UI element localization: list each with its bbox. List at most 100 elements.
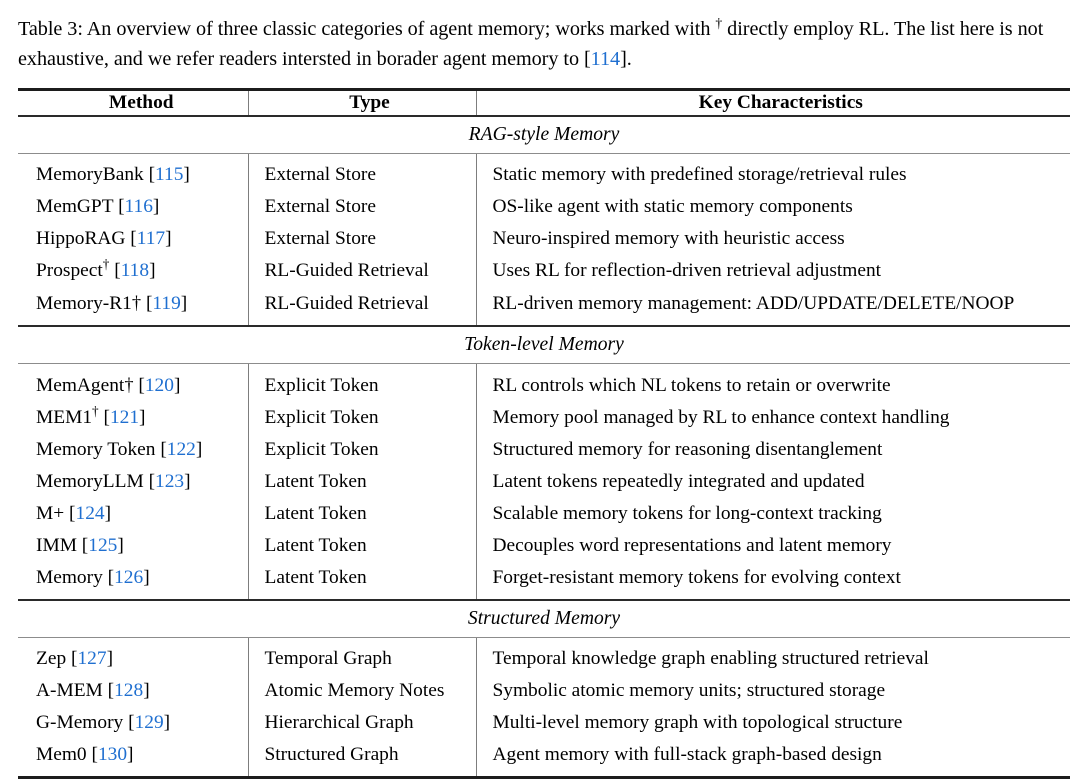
cell-characteristics: Neuro-inspired memory with heuristic acc… [475,223,1070,255]
cell-type: Atomic Memory Notes [247,675,476,707]
cell-type: Latent Token [247,498,476,530]
citation-link[interactable]: 115 [155,164,184,185]
citation-link[interactable]: 126 [114,567,144,588]
citation-link[interactable]: 121 [109,407,140,428]
caption-prefix-text: Table 3: An overview of three classic ca… [18,18,716,40]
cell-type: Explicit Token [247,434,476,466]
cell-characteristics: RL-driven memory management: ADD/UPDATE/… [475,287,1070,325]
cell-method: Memory [126] [36,567,150,588]
agent-memory-table: Method Type Key Characteristics RAG-styl… [18,87,1070,779]
cell-characteristics: Scalable memory tokens for long-context … [475,498,1070,530]
method-name: Memory-R1 [36,293,132,314]
citation-link[interactable]: 117 [136,228,166,249]
citation-link[interactable]: 118 [120,260,150,281]
cell-type: Latent Token [247,466,476,498]
citation-link[interactable]: 130 [97,744,128,765]
citation-link[interactable]: 122 [166,439,196,460]
cell-method: Memory Token [122] [36,439,203,460]
caption-dagger-symbol: † [715,15,723,31]
cell-type: Latent Token [247,530,476,562]
method-name: MemGPT [36,196,114,217]
cell-type: Explicit Token [247,363,476,402]
table-bottom-rule [18,775,1070,779]
table-container: Method Type Key Characteristics RAG-styl… [14,87,1070,779]
method-name: Zep [36,648,67,669]
method-name: MemoryBank [36,164,144,185]
rl-dagger-icon: † [131,293,142,313]
cell-type: External Store [247,153,476,191]
citation-link[interactable]: 125 [88,535,118,556]
section-rule [18,637,1070,638]
rl-dagger-icon: † [92,403,99,419]
cell-type: Explicit Token [247,402,476,434]
table-caption: Table 3: An overview of three classic ca… [18,14,1064,74]
cell-method: HippoRAG [117] [36,228,172,249]
column-header-type: Type [247,89,476,115]
cell-characteristics: Agent memory with full-stack graph-based… [475,739,1070,776]
method-name: MemoryLLM [36,471,144,492]
cell-characteristics: Memory pool managed by RL to enhance con… [475,402,1070,434]
cell-type: RL-Guided Retrieval [247,287,476,325]
section-rule [18,153,1070,154]
cell-method: Mem0 [130] [36,744,134,765]
cell-characteristics: Uses RL for reflection-driven retrieval … [475,255,1070,287]
rl-dagger-icon: † [124,375,134,395]
method-name: MemAgent [36,375,125,396]
caption-citation-link[interactable]: 114 [590,48,621,70]
cell-method: MemGPT [116] [36,196,160,217]
method-name: IMM [36,535,77,556]
cell-characteristics: Forget-resistant memory tokens for evolv… [475,562,1070,599]
cell-type: Temporal Graph [247,637,476,675]
cell-characteristics: RL controls which NL tokens to retain or… [475,363,1070,402]
section-header-row: RAG-style Memory [18,116,1070,153]
citation-link[interactable]: 124 [75,503,105,524]
citation-link[interactable]: 128 [114,680,144,701]
citation-link[interactable]: 116 [124,196,153,217]
cell-characteristics: OS-like agent with static memory compone… [475,191,1070,223]
cell-method: MemoryBank [115] [36,164,190,185]
cell-method: MemoryLLM [123] [36,471,191,492]
cell-characteristics: Multi-level memory graph with topologica… [475,707,1070,739]
cell-characteristics: Symbolic atomic memory units; structured… [475,675,1070,707]
citation-link[interactable]: 119 [152,293,181,314]
cell-characteristics: Temporal knowledge graph enabling struct… [475,637,1070,675]
cell-characteristics: Structured memory for reasoning disentan… [475,434,1070,466]
column-header-method: Method [108,92,174,113]
cell-method: G-Memory [129] [36,712,171,733]
cell-method: Zep [127] [36,648,114,669]
cell-characteristics: Decouples word representations and laten… [475,530,1070,562]
cell-type: Structured Graph [247,739,476,776]
column-header-characteristics: Key Characteristics [475,89,1070,115]
method-name: Mem0 [36,744,87,765]
citation-link[interactable]: 123 [155,471,185,492]
rl-dagger-icon: † [102,256,110,272]
citation-link[interactable]: 129 [134,712,164,733]
section-header-row: Structured Memory [18,600,1070,637]
method-name: G-Memory [36,712,124,733]
table-header-row: Method Type Key Characteristics [18,89,1070,115]
citation-link[interactable]: 120 [144,375,174,396]
section-rule [18,363,1070,364]
cell-characteristics: Static memory with predefined storage/re… [475,153,1070,191]
cell-type: Latent Token [247,562,476,599]
method-name: Memory Token [36,439,156,460]
method-name: Memory [36,567,103,588]
cell-characteristics: Latent tokens repeatedly integrated and … [475,466,1070,498]
citation-link[interactable]: 127 [77,648,107,669]
section-title: RAG-style Memory [468,124,620,145]
cell-method: MemAgent† [120] [36,375,181,396]
cell-type: Hierarchical Graph [247,707,476,739]
